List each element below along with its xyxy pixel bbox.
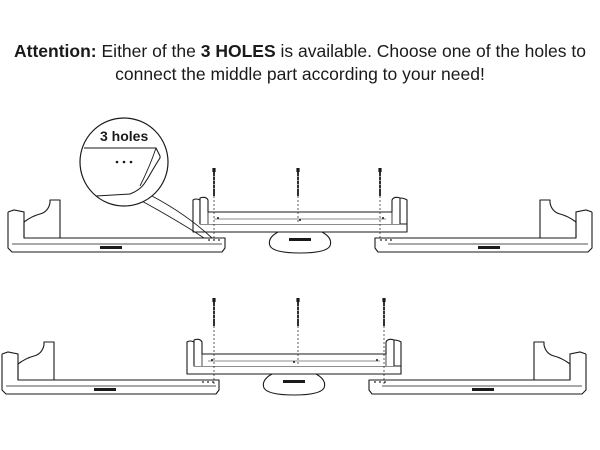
upper-screw-center	[295, 167, 301, 197]
upper-assembly	[7, 167, 593, 254]
callout-hole-3	[129, 160, 133, 164]
callout-hole-1	[115, 160, 119, 164]
notice-text-part1: Either of the	[96, 41, 201, 61]
upper-screw-right	[377, 167, 383, 197]
lower-screw-right	[381, 297, 387, 327]
upper-screw-left	[211, 167, 217, 197]
notice-text-part2: is available. Choose one of the holes to…	[115, 41, 586, 84]
notice-emphasis: 3 HOLES	[200, 41, 276, 61]
lower-screw-left	[211, 297, 217, 327]
lower-screw-center	[295, 297, 301, 327]
holes-callout: 3 holes	[79, 117, 213, 239]
attention-notice: Attention: Either of the 3 HOLES is avai…	[10, 40, 590, 86]
callout-label: 3 holes	[100, 128, 148, 144]
callout-hole-2	[122, 160, 126, 164]
lower-assembly	[1, 297, 587, 396]
attention-lead: Attention:	[14, 41, 97, 61]
